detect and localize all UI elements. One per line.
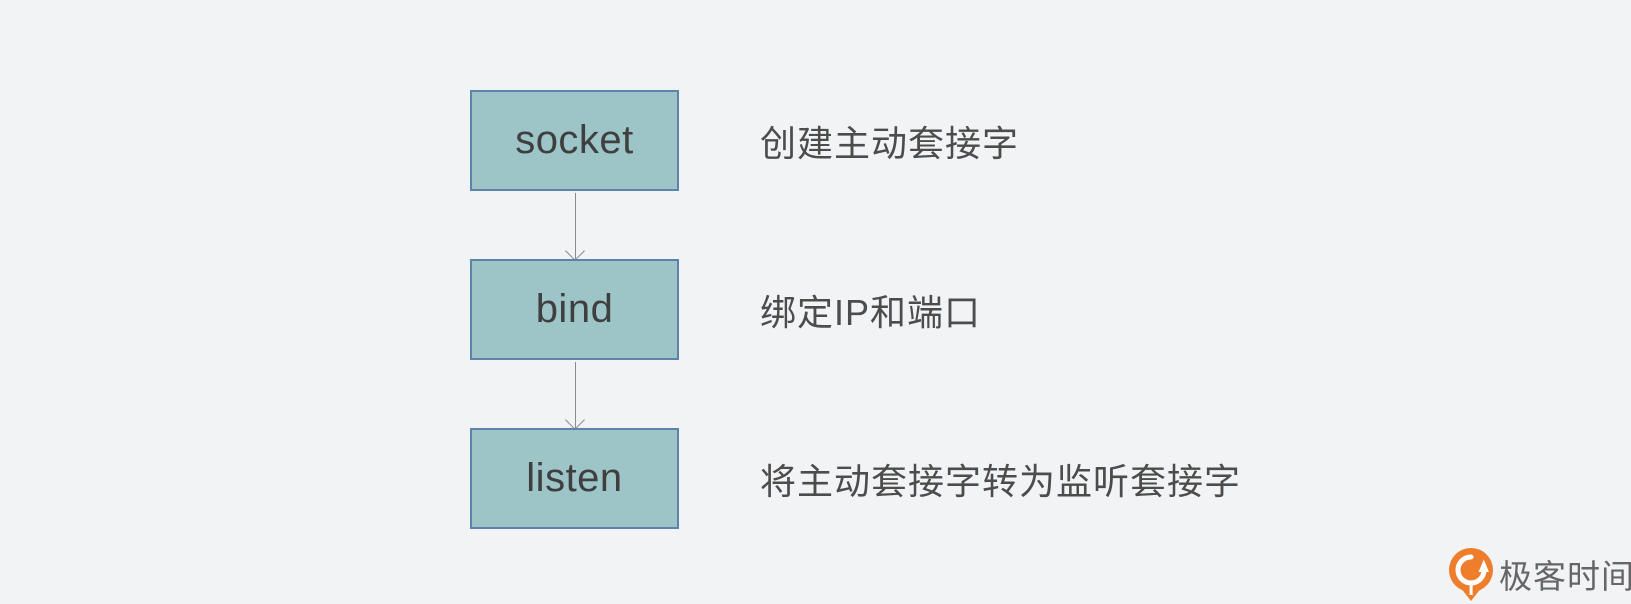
flow-step-socket: socket 创建主动套接字: [470, 90, 1241, 259]
flow-node-label: listen: [526, 456, 623, 500]
flow-step-bind: bind 绑定IP和端口: [470, 259, 1241, 428]
flow-node: socket: [470, 90, 679, 259]
brand-logo-text: 极客时间: [1499, 558, 1631, 595]
flow-node-label: bind: [535, 287, 614, 331]
flow: socket 创建主动套接字 bind 绑定IP和端口 listen 将主动套接…: [470, 90, 1241, 529]
flow-node: bind: [470, 259, 679, 428]
flow-node-label: socket: [515, 118, 634, 162]
flow-step-description: 绑定IP和端口: [760, 291, 982, 333]
arrow-down-icon: [574, 362, 576, 428]
flow-step-description: 将主动套接字转为监听套接字: [760, 460, 1242, 502]
flow-step-listen: listen 将主动套接字转为监听套接字: [470, 428, 1241, 529]
arrow-down-icon: [574, 193, 576, 259]
flow-step-description: 创建主动套接字: [760, 122, 1020, 164]
geektime-pin-icon: [1449, 548, 1493, 601]
brand-logo: 极客时间: [1446, 546, 1631, 602]
flow-node: listen: [470, 428, 679, 529]
